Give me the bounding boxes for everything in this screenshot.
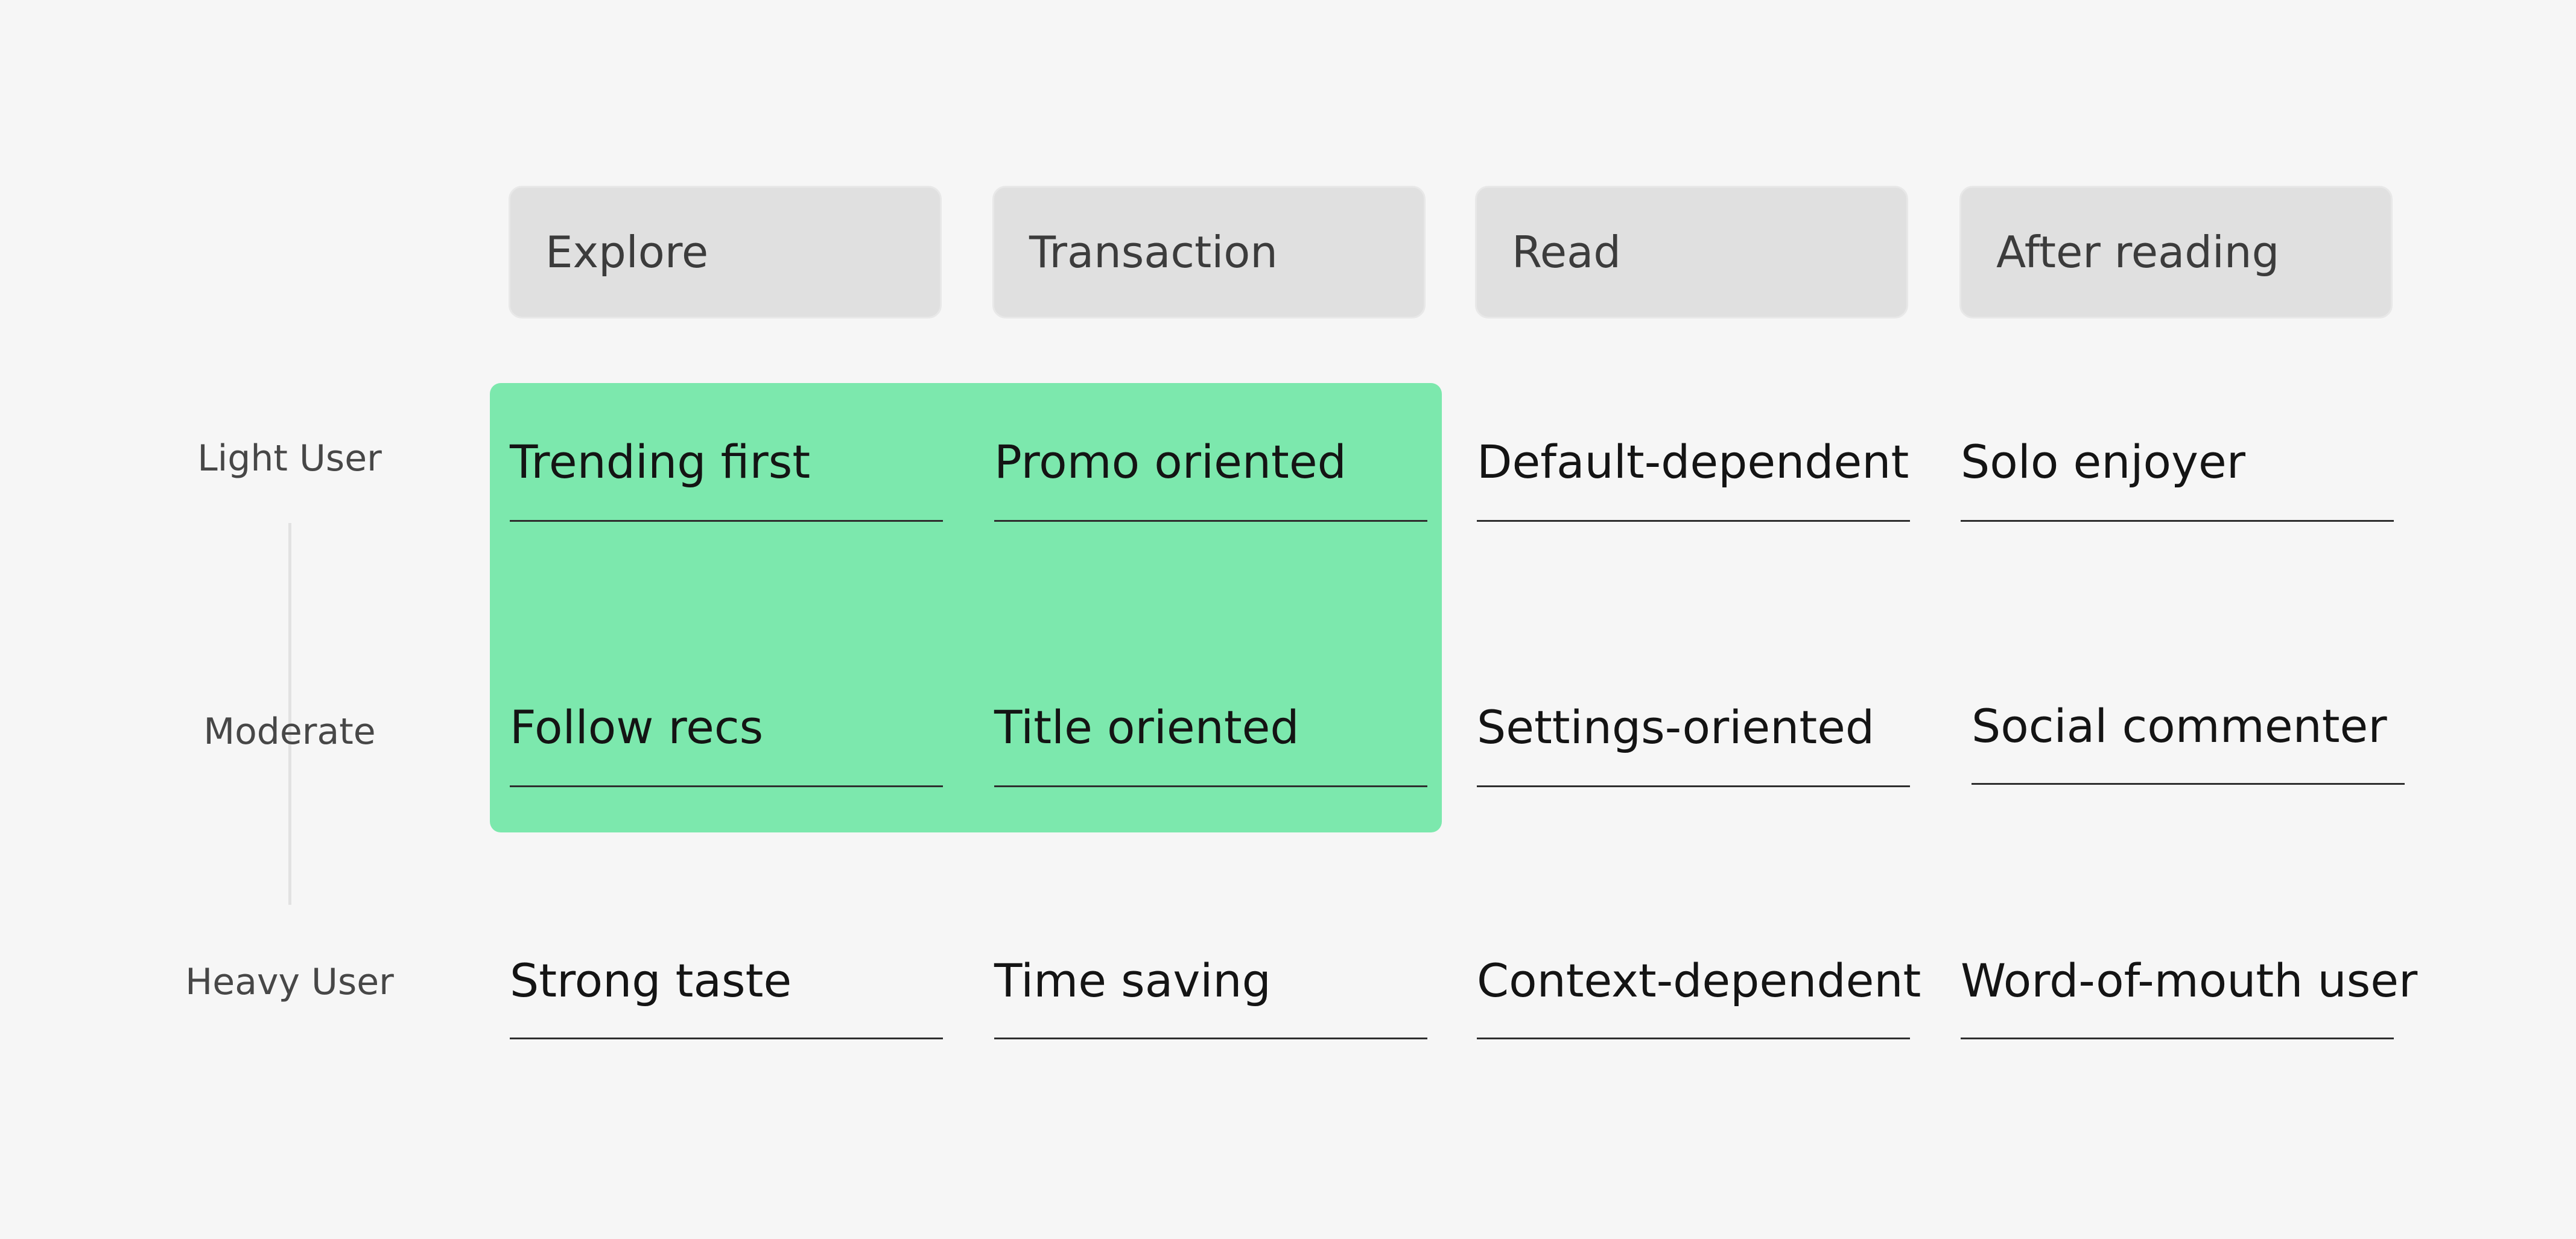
cell-follow-recs: Follow recs — [510, 700, 764, 754]
cell-social-commenter: Social commenter — [1972, 699, 2387, 753]
cell-underline — [994, 785, 1427, 787]
highlight-region — [490, 383, 1442, 832]
cell-time-saving: Time saving — [994, 954, 1271, 1007]
cell-strong-taste: Strong taste — [510, 954, 792, 1007]
column-header-after-reading: After reading — [1959, 186, 2393, 318]
cell-underline — [1477, 1038, 1910, 1039]
cell-trending-first: Trending first — [510, 435, 811, 489]
cell-underline — [1972, 783, 2405, 785]
cell-solo-enjoyer: Solo enjoyer — [1961, 435, 2246, 489]
cell-underline — [1961, 1038, 2394, 1039]
column-header-read: Read — [1475, 186, 1908, 318]
cell-underline — [1477, 520, 1910, 522]
cell-title-oriented: Title oriented — [994, 700, 1299, 754]
cell-underline — [510, 520, 943, 522]
cell-default-dependent: Default-dependent — [1477, 435, 1909, 489]
cell-underline — [994, 1038, 1427, 1039]
column-header-explore: Explore — [509, 186, 942, 318]
segment-axis-line — [288, 523, 291, 905]
cell-underline — [994, 520, 1427, 522]
cell-promo-oriented: Promo oriented — [994, 435, 1347, 489]
column-header-transaction: Transaction — [992, 186, 1426, 318]
cell-context-dependent: Context-dependent — [1477, 954, 1921, 1007]
cell-underline — [510, 785, 943, 787]
row-label-moderate: Moderate — [203, 711, 376, 753]
cell-settings-oriented: Settings-oriented — [1477, 700, 1875, 754]
cell-underline — [1961, 520, 2394, 522]
cell-underline — [510, 1038, 943, 1039]
cell-word-of-mouth-user: Word-of-mouth user — [1961, 954, 2418, 1007]
row-label-light-user: Light User — [197, 437, 382, 480]
row-label-heavy-user: Heavy User — [185, 961, 394, 1003]
cell-underline — [1477, 785, 1910, 787]
